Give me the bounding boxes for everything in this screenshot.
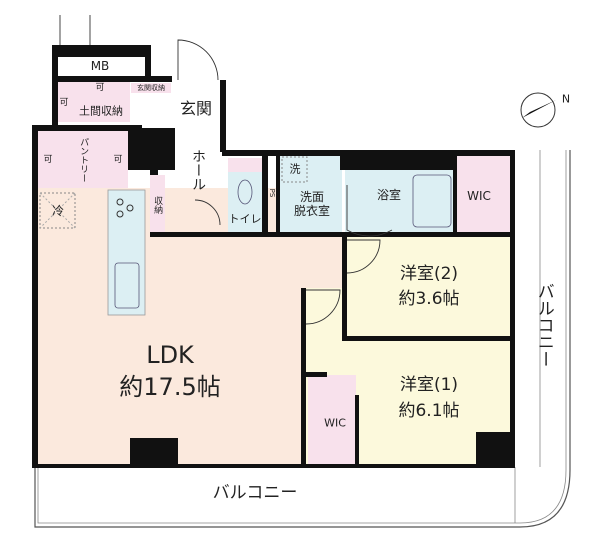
movable-storage-label: 可 [43,154,53,165]
wic-2-floor [308,375,356,465]
bathroom-door [346,185,393,237]
movable-storage-label: 可 [113,154,123,165]
western-2-door [346,239,381,274]
doors [59,15,393,325]
compass-north-icon [520,92,556,128]
balcony-outline [34,150,571,528]
movable-storage-label: 可 [59,97,69,108]
movable-storage-label: 可 [95,82,105,93]
fridge-label: 冷 [51,204,65,219]
entrance-storage-floor [131,83,171,93]
ps-label: PS [268,188,277,198]
pantry-floor [38,130,128,188]
fridge-space [39,192,76,229]
wic-1-floor [457,155,510,235]
doma-storage-label: 土間収納 [79,104,123,118]
western-1-door [305,289,341,325]
washroom-floor [280,155,342,235]
compass-north-label: N [561,92,571,106]
mb-door [59,15,91,45]
western-room-1-name: 洋室(1) [399,375,459,396]
ldk-size: 約17.5帖 [119,373,221,402]
entrance-door [177,39,219,81]
ldk-name: LDK [146,341,194,370]
closet-label: 収納 [152,196,163,214]
bathroom-label: 浴室 [376,188,402,203]
western-room-2-name: 洋室(2) [399,264,459,285]
wic-label: WIC [467,189,491,204]
entrance-storage-label: 玄関収納 [137,83,165,92]
mb-label: MB [90,59,110,74]
wic-label: WIC [324,416,346,430]
western-room-2-size: 約3.6帖 [398,289,460,310]
storage-floor [55,82,130,122]
entrance-label: 玄関 [179,98,213,118]
stove-icon [116,198,134,218]
toilet-bowl [237,179,253,205]
hall-door [194,199,221,226]
toilet-label: トイレ [228,212,262,226]
toilet-shelf [228,158,262,172]
mb-box [55,58,145,76]
washer-label: 洗 [289,162,301,176]
pantry-label: パントリー [78,137,89,183]
ldk-floor-upper [150,237,345,288]
washroom-label: 洗面 脱衣室 [293,190,331,218]
balcony-right-label: バルコニー [533,282,554,368]
walls [32,45,515,468]
hall-label: ホール [190,149,207,191]
sink [114,262,140,309]
balcony-bottom-label: バルコニー [212,483,298,504]
balcony-inner-line [37,150,567,524]
bathtub [412,174,452,228]
closet-floor [150,175,165,235]
washer-space [281,156,308,183]
western-room-1-size: 約6.1帖 [398,401,460,422]
